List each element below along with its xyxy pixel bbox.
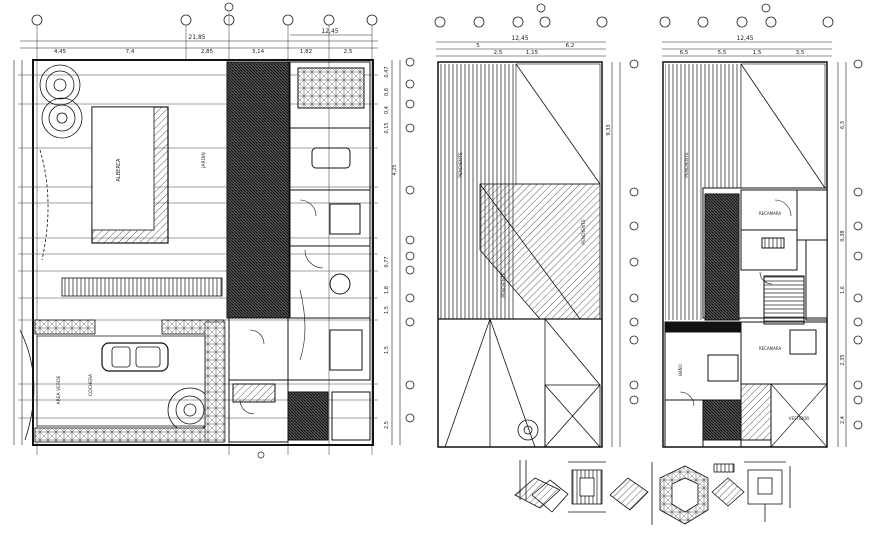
- room-label: RECAMARA: [759, 211, 782, 216]
- segment-dim: 6,2: [566, 43, 575, 49]
- plan-right: 12,45 6,5 5,5 1,5 3,5 PENDIENTE: [659, 3, 863, 448]
- vertical-dim: 0,4: [384, 106, 390, 114]
- segment-dim: 7,4: [126, 49, 135, 55]
- vertical-dim: 0,47: [384, 66, 390, 77]
- segment-dim: 6,5: [680, 50, 689, 56]
- roof-label: PENDIENTE: [501, 272, 507, 298]
- segment-dim: 1,15: [526, 50, 539, 56]
- dim-sub-left: 12,45: [321, 28, 338, 35]
- house-rooms: [228, 61, 371, 443]
- grid-bubbles-mid: [434, 3, 608, 28]
- car-symbol: [101, 342, 169, 372]
- roof-label: PENDIENTE: [458, 152, 464, 178]
- vertical-dim: 1,5: [384, 306, 390, 314]
- vertical-dim: 0,77: [384, 256, 390, 267]
- segment-dim: 2,5: [344, 49, 353, 55]
- room-label: BAÑO: [678, 364, 683, 376]
- upper-rooms: [664, 187, 828, 448]
- vertical-dim: 6,3: [840, 121, 846, 129]
- hatched-corridor: [226, 61, 290, 319]
- plan-mid: 12,45 5 2,5 1,15 6,2 PENDIENTE PENDIENTE: [434, 3, 639, 448]
- plan-left: 21,85 12,45 4,45 7,4 2,85 3,14 1,82 2,5: [13, 2, 415, 459]
- detail-plan-square-2: [744, 461, 791, 522]
- vertical-dim: 1,6: [840, 286, 846, 294]
- right-bubbles-right: [853, 59, 863, 430]
- room-label: RECAMARA: [759, 346, 782, 351]
- detail-isometric-2: [609, 462, 653, 525]
- vertical-dim: 4,25: [392, 164, 398, 175]
- right-dims-right: 6,3 0,38 1,6 2,35 2,4: [840, 121, 846, 424]
- segment-dim: 4,45: [54, 49, 67, 55]
- dim-overall-mid: 12,45: [511, 35, 528, 42]
- roof-label: PENDIENTE: [581, 219, 587, 245]
- room-label-pool: ALBERCA: [116, 158, 122, 182]
- detail-hexagon: [659, 465, 709, 525]
- segment-dim: 2,5: [494, 50, 503, 56]
- detail-isometric: [514, 460, 569, 513]
- pool: ALBERCA: [91, 106, 169, 244]
- dim-overall-left: 21,85: [188, 34, 205, 41]
- grid-bubbles-right: [659, 3, 834, 28]
- details-row: [514, 460, 791, 525]
- right-bubbles-mid: [629, 59, 639, 405]
- vertical-dim: 0,15: [384, 122, 390, 133]
- segment-dim: 5,5: [718, 50, 727, 56]
- room-label: VESTIDOR: [789, 416, 810, 421]
- segment-dim: 3,5: [796, 50, 805, 56]
- room-label-green: AREA VERDE: [56, 375, 62, 404]
- vertical-dim: 2,5: [384, 421, 390, 429]
- segment-dim: 1,5: [753, 50, 762, 56]
- vertical-dim: 2,4: [840, 416, 846, 424]
- vertical-dim: 0,38: [840, 230, 846, 241]
- segment-dims-left: 4,45 7,4 2,85 3,14 1,82 2,5: [54, 49, 353, 55]
- grid-bubbles-left: [31, 2, 378, 26]
- detail-plan-square: [568, 461, 606, 513]
- dim-right-mid: 9,33: [606, 124, 612, 135]
- vertical-dim: 1,5: [384, 346, 390, 354]
- right-bubbles-left: [405, 57, 415, 423]
- segment-dim: 5: [476, 43, 480, 49]
- segment-dim: 2,85: [201, 49, 214, 55]
- segment-dim: 1,82: [300, 49, 312, 55]
- vertical-dim: 0,8: [384, 88, 390, 96]
- vertical-dim: 1,8: [384, 286, 390, 294]
- hedge-strips: [34, 319, 226, 443]
- detail-isometric-3: [711, 463, 745, 507]
- right-dims-left: 0,47 0,8 0,4 0,15 4,25 0,77 1,8 1,5 1,5 …: [384, 66, 398, 429]
- segment-dim: 3,14: [252, 49, 265, 55]
- dim-overall-right: 12,45: [736, 35, 753, 42]
- room-label-garden: JARDIN: [201, 152, 207, 169]
- vertical-dim: 2,35: [840, 354, 846, 365]
- room-label: PENDIENTE: [684, 152, 690, 178]
- room-label-garage: COCHERA: [88, 373, 94, 396]
